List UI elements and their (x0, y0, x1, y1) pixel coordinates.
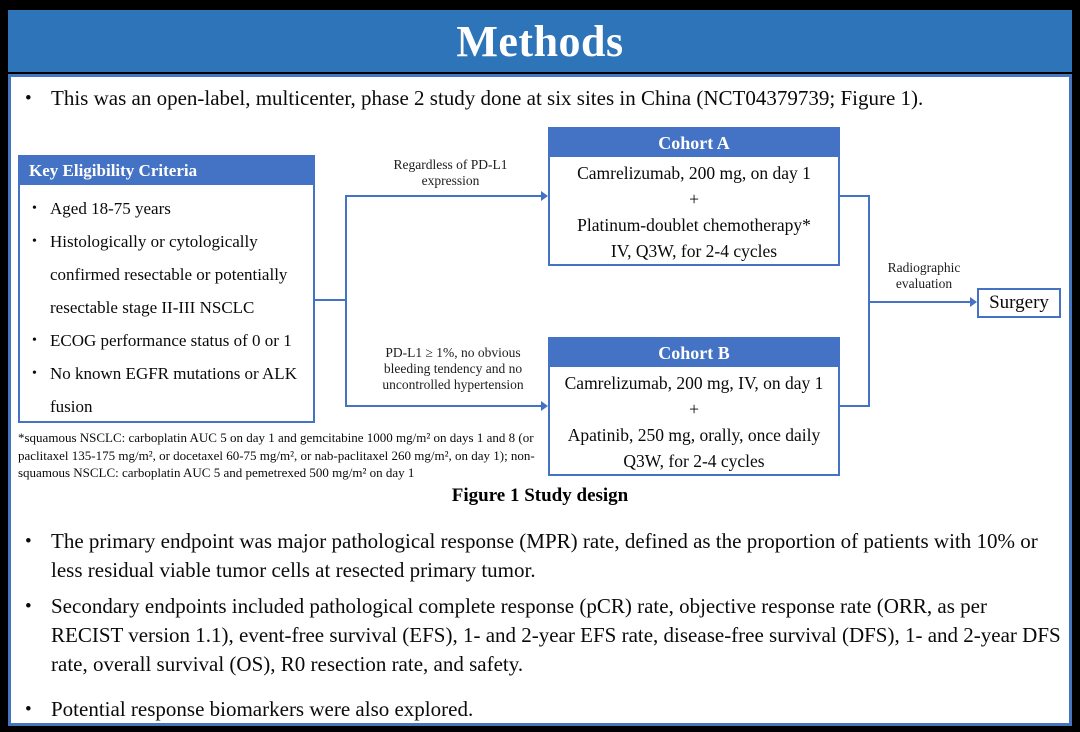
connector-cohort-b-right (840, 405, 869, 407)
cohort-b-line: + (689, 399, 699, 419)
eligibility-header: Key Eligibility Criteria (20, 157, 313, 185)
arrow-line-to-cohort-b (347, 405, 541, 407)
cohort-a-box: Cohort A Camrelizumab, 200 mg, on day 1 … (548, 127, 840, 266)
eligibility-box: Key Eligibility Criteria Aged 18-75 year… (18, 155, 315, 423)
endpoint-secondary-bullet: Secondary endpoints included pathologica… (21, 592, 1061, 679)
connector-cohort-a-right (840, 195, 869, 197)
eligibility-list: Aged 18-75 years Histologically or cytol… (20, 185, 313, 423)
cohort-a-line: IV, Q3W, for 2-4 cycles (610, 241, 778, 261)
intro-bullet: This was an open-label, multicenter, pha… (21, 84, 1061, 113)
arrow-line-to-surgery (870, 301, 970, 303)
branch-label-cohort-a: Regardless of PD-L1 expression (393, 157, 508, 188)
page-title: Methods (456, 16, 624, 66)
branch-label-cohort-b: PD-L1 ≥ 1%, no obvious bleeding tendency… (382, 345, 524, 392)
eligibility-item: No known EGFR mutations or ALK fusion (24, 357, 307, 423)
arrow-line-to-cohort-a (347, 195, 541, 197)
cohort-b-line: Camrelizumab, 200 mg, IV, on day 1 (564, 373, 824, 393)
cohort-a-line: + (689, 189, 699, 209)
cohort-a-line: Camrelizumab, 200 mg, on day 1 (577, 163, 811, 183)
figure-caption: Figure 1 Study design (451, 485, 629, 506)
arrowhead-surgery (970, 297, 977, 307)
cohort-b-header: Cohort B (550, 339, 838, 367)
title-bar: Methods (8, 10, 1072, 72)
merge-vertical-line (868, 195, 870, 407)
cohort-b-box: Cohort B Camrelizumab, 200 mg, IV, on da… (548, 337, 840, 476)
arrowhead-cohort-a (541, 191, 548, 201)
arrowhead-cohort-b (541, 401, 548, 411)
surgery-box: Surgery (977, 288, 1061, 318)
endpoint-primary-bullet: The primary endpoint was major pathologi… (21, 527, 1061, 585)
radiographic-evaluation-label: Radiographic evaluation (887, 260, 961, 291)
biomarkers-bullet: Potential response biomarkers were also … (21, 695, 1061, 724)
eligibility-item: ECOG performance status of 0 or 1 (24, 324, 307, 357)
slide-content: This was an open-label, multicenter, pha… (8, 74, 1072, 726)
cohort-a-header: Cohort A (550, 129, 838, 157)
figure-footnote: *squamous NSCLC: carboplatin AUC 5 on da… (18, 430, 535, 480)
cohort-a-line: Platinum-doublet chemotherapy* (577, 215, 811, 235)
eligibility-item: Aged 18-75 years (24, 192, 307, 225)
cohort-b-body: Camrelizumab, 200 mg, IV, on day 1 + Apa… (550, 367, 838, 474)
connector-eligibility-line (315, 299, 345, 301)
eligibility-item: Histologically or cytologically confirme… (24, 225, 307, 324)
cohort-a-body: Camrelizumab, 200 mg, on day 1 + Platinu… (550, 157, 838, 264)
cohort-b-line: Apatinib, 250 mg, orally, once daily (567, 425, 821, 445)
cohort-b-line: Q3W, for 2-4 cycles (623, 451, 765, 471)
branch-vertical-line (345, 195, 347, 407)
